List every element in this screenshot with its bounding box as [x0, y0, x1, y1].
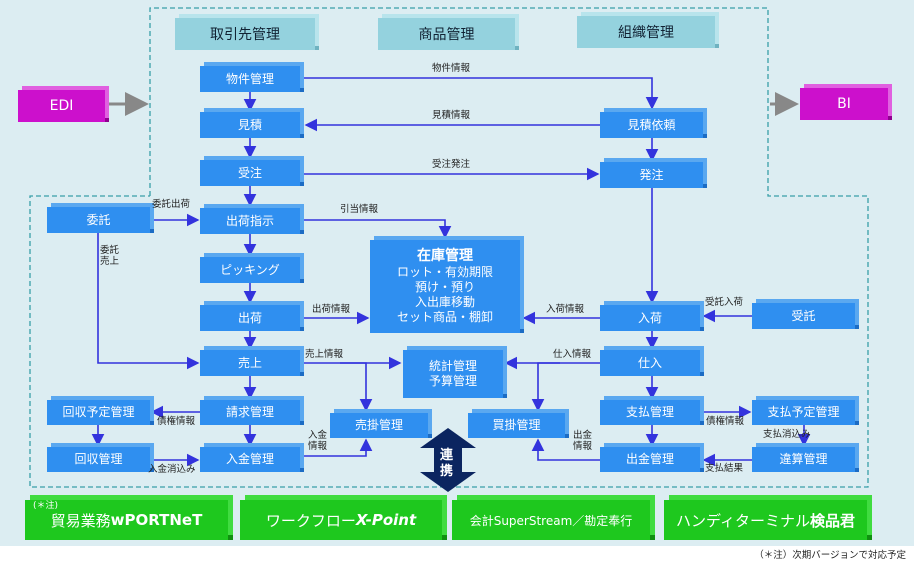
zaiko-line: ロット・有効期限	[396, 265, 493, 280]
box-isan: 違算管理	[752, 447, 855, 472]
label-uriage-info: 売上情報	[305, 349, 344, 360]
box-seikyu: 請求管理	[200, 400, 300, 425]
box-zaiko: 在庫管理 ロット・有効期限 預け・預り 入出庫移動 セット商品・棚卸	[370, 240, 520, 333]
label-nyukin-info: 入金 情報	[308, 430, 328, 452]
box-mitsumori-irai: 見積依頼	[600, 112, 703, 138]
box-bukken: 物件管理	[200, 66, 300, 92]
bi-box: BI	[800, 88, 888, 120]
label-nyuka-info: 入荷情報	[546, 304, 585, 315]
zaiko-line: 入出庫移動	[414, 295, 475, 310]
label-itaku-shukka: 委託出荷	[152, 199, 191, 210]
box-shiharai: 支払管理	[600, 400, 700, 425]
renkei-arrow	[420, 428, 476, 492]
label-shiire-info: 仕入情報	[553, 349, 592, 360]
system-bold: X-Point	[355, 511, 417, 529]
label-saiken: 債権情報	[157, 416, 196, 427]
system-text: 貿易業務	[50, 511, 111, 530]
label-jutaku-nyuka: 受託入荷	[705, 297, 744, 308]
box-shukka-shiji: 出荷指示	[200, 208, 300, 234]
label-shukkin-info: 出金 情報	[573, 430, 593, 452]
box-shiire: 仕入	[600, 350, 700, 376]
footnote: （＊注）次期バージョンで対応予定	[754, 550, 906, 561]
box-juchu: 受注	[200, 160, 300, 186]
box-kaishu: 回収管理	[47, 447, 150, 472]
system-text: ハンディターミナル	[676, 511, 810, 530]
header-shohin: 商品管理	[378, 18, 515, 50]
tokei-line: 統計管理	[428, 359, 477, 373]
label-nyukin-keshikomi: 入金消込み	[148, 464, 196, 475]
header-soshiki: 組織管理	[577, 16, 715, 48]
label-saimu: 債権情報	[706, 416, 745, 427]
box-kaikake: 買掛管理	[468, 413, 565, 438]
box-shukkin: 出金管理	[600, 447, 700, 472]
box-shukka: 出荷	[200, 305, 300, 331]
box-tokei: 統計管理予算管理	[403, 350, 503, 398]
zaiko-line: 預け・預り	[414, 280, 475, 295]
box-shiharai-yotei: 支払予定管理	[752, 400, 855, 425]
system-kenpinkun: ハンディターミナル検品君	[664, 500, 867, 540]
system-bold: 検品君	[809, 511, 855, 530]
label-shiharai-kekka: 支払結果	[705, 463, 744, 474]
system-superstream: 会計SuperStream／勘定奉行	[452, 500, 650, 540]
box-hatchu: 発注	[600, 162, 703, 188]
yosan-line: 予算管理	[428, 374, 477, 388]
label-itaku-uriage: 委託 売上	[100, 245, 120, 267]
header-torihikisaki: 取引先管理	[175, 18, 315, 50]
edi-box: EDI	[18, 90, 105, 122]
box-nyuka: 入荷	[600, 305, 700, 331]
system-note: (＊注)	[33, 501, 59, 511]
box-nyukin: 入金管理	[200, 447, 300, 472]
label-shiharai-keshikomi: 支払消込み	[763, 429, 811, 440]
box-kaishu-yotei: 回収予定管理	[47, 400, 150, 425]
box-uriage: 売上	[200, 350, 300, 376]
zaiko-title: 在庫管理	[417, 247, 473, 264]
system-bold: wPORTNeT	[110, 511, 203, 529]
box-picking: ピッキング	[200, 257, 300, 283]
box-jutaku: 受託	[752, 303, 855, 329]
label-hikiate: 引当情報	[340, 204, 379, 215]
label-shukka-info: 出荷情報	[312, 304, 351, 315]
renkei-label: 連 携	[440, 448, 454, 479]
box-itaku: 委託	[47, 207, 150, 233]
label-mitsumori-info: 見積情報	[432, 110, 471, 121]
box-urikake: 売掛管理	[330, 413, 428, 438]
label-bukken-info: 物件情報	[432, 63, 471, 74]
label-juchu-hatchu: 受注発注	[432, 159, 471, 170]
box-mitsumori: 見積	[200, 112, 300, 138]
system-text: ワークフロー	[265, 511, 356, 530]
zaiko-line: セット商品・棚卸	[396, 310, 493, 325]
